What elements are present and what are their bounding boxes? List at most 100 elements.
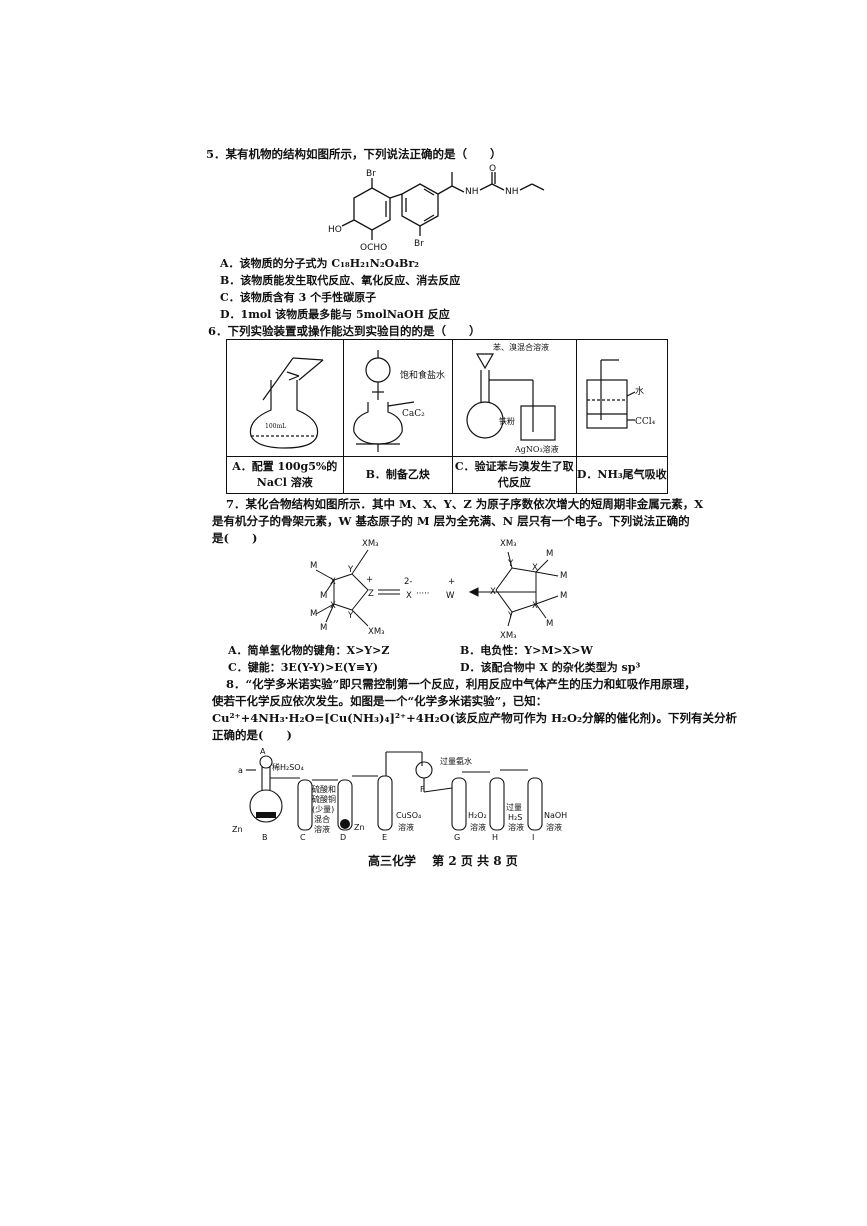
q7-m-3: M: [310, 609, 317, 619]
q5-structure-diagram: Br HO OCHO Br NH NH O: [328, 164, 545, 253]
nh-label-2: NH: [505, 187, 519, 197]
q6-cell-b-figure: 饱和食盐水 CaC₂: [342, 339, 454, 457]
q8-label-F: F: [420, 785, 425, 794]
q8-label-naoh-2: 溶液: [546, 822, 562, 832]
q7-option-d: D．该配合物中 X 的杂化类型为 sp³: [460, 661, 641, 674]
q8-label-h2s-2: H₂S: [508, 813, 522, 822]
q8-label-h2s-1: 过量: [506, 802, 522, 812]
q7-y-2: Y: [347, 611, 354, 621]
q6-caption-c: C．验证苯与溴发生了取代反应: [452, 456, 577, 494]
br-label-1: Br: [366, 169, 376, 179]
o-label: O: [489, 164, 496, 174]
q7-stem-line-2: 是有机分子的骨架元素，W 基态原子的 M 层为全充满、N 层只有一个电子。下列说…: [212, 514, 690, 528]
q7-xm3-2: XM₃: [368, 627, 385, 637]
q8-label-h2o2-1: H₂O₂: [468, 811, 487, 820]
q8-label-c3: (少量): [312, 805, 334, 814]
q8-label-h2o2-2: 溶液: [470, 822, 486, 832]
q8-domino-apparatus: A a 稀H₂SO₄ Zn B 硫酸和 硫酸铜 (少量) 混合 溶液 C Zn …: [232, 748, 567, 842]
page-footer: 高三化学 第 2 页 共 8 页: [368, 854, 518, 868]
benzene-bromine-label: 苯、溴混合溶液: [493, 342, 549, 352]
q8-label-c4: 混合: [314, 814, 330, 824]
cac2-label: CaC₂: [402, 409, 425, 419]
q8-label-cuso4-2: 溶液: [398, 822, 414, 832]
q7-m-1: M: [310, 561, 317, 571]
q5-option-d: D．1mol 该物质最多能与 5molNaOH 反应: [220, 308, 450, 321]
q7-xm3-1: XM₃: [362, 539, 379, 549]
q7-m-5: M: [546, 549, 553, 559]
q7-x-ligand: X: [406, 591, 412, 601]
q7-m-2: M: [320, 591, 327, 601]
q7-x-1: X: [330, 577, 336, 587]
q8-stem-line-3: Cu²⁺+4NH₃·H₂O=[Cu(NH₃)₄]²⁺+4H₂O(该反应产物可作为…: [212, 711, 737, 725]
q6-stem: 6．下列实验装置或操作能达到实验目的的是（ ）: [208, 324, 481, 338]
q7-y-4: Y: [507, 611, 514, 621]
q8-label-zn-1: Zn: [232, 825, 243, 834]
q7-z: Z: [368, 589, 374, 599]
q6-caption-b: B．制备乙炔: [342, 456, 454, 494]
q7-stem-line-3: 是( ): [212, 531, 258, 545]
q7-xm3-3: XM₃: [500, 539, 517, 549]
q7-plus-2: +: [448, 577, 455, 587]
q8-label-B: B: [262, 833, 268, 842]
q8-label-acid: 稀H₂SO₄: [272, 762, 304, 772]
q8-label-zn-2: Zn: [354, 823, 365, 832]
q8-label-naoh-1: NaOH: [544, 811, 567, 820]
q8-stem-line-2: 使若干化学反应依次发生。如图是一个“化学多米诺实验”，已知：: [212, 694, 548, 708]
q8-label-c5: 溶液: [314, 824, 330, 834]
acetylene-apparatus-figure: 饱和食盐水 CaC₂: [352, 350, 445, 452]
q7-x-5: X: [532, 601, 538, 611]
q8-label-H: H: [492, 833, 498, 842]
q6-cell-d-figure: 水 CCl₄: [575, 339, 669, 457]
q8-label-G: G: [454, 833, 460, 842]
nh-label-1: NH: [465, 187, 479, 197]
q8-label-a: a: [238, 766, 243, 775]
q7-charge: 2-: [404, 577, 412, 587]
q7-y-3: Y: [507, 559, 514, 569]
q7-option-c: C．键能：3E(Y-Y)>E(Y≡Y): [228, 661, 379, 674]
volumetric-flask-figure: 100mL: [249, 357, 324, 449]
br-label-2: Br: [414, 239, 424, 249]
q7-m-4: M: [320, 623, 327, 633]
iron-powder-label: 铁粉: [499, 416, 515, 426]
brine-label: 饱和食盐水: [400, 369, 445, 381]
q7-option-b: B．电负性：Y>M>X>W: [460, 644, 593, 657]
q8-stem-line-1: 8．“化学多米诺实验”即只需控制第一个反应，利用反应中气体产生的压力和虹吸作用原…: [226, 677, 696, 691]
q6-caption-d: D．NH₃尾气吸收: [575, 456, 669, 494]
q5-option-b: B．该物质能发生取代反应、氧化反应、消去反应: [220, 274, 461, 287]
q7-x-4: X: [490, 587, 496, 597]
q8-label-A: A: [260, 748, 266, 756]
agno3-label: AgNO₃溶液: [514, 444, 559, 454]
q7-m-7: M: [560, 591, 567, 601]
q8-label-C: C: [300, 833, 306, 842]
q8-label-c2: 硫酸铜: [312, 794, 336, 804]
q8-label-D: D: [340, 833, 346, 842]
q7-w: W: [446, 591, 455, 601]
q8-label-E: E: [382, 833, 387, 842]
q7-option-a: A．简单氢化物的键角：X>Y>Z: [228, 644, 390, 657]
water-label: 水: [635, 385, 644, 397]
q7-xm3-4: XM₃: [500, 631, 517, 641]
ocho-label: OCHO: [360, 243, 387, 253]
flask-volume-label: 100mL: [265, 423, 286, 430]
q8-label-h2s-3: 溶液: [508, 822, 524, 832]
q6-experiment-table: 100mL 饱和食盐水: [226, 339, 669, 494]
q7-m-8: M: [546, 619, 553, 629]
q7-x-2: X: [330, 601, 336, 611]
q8-label-cuso4-1: CuSO₄: [396, 811, 421, 820]
q5-option-a: A．该物质的分子式为 C₁₈H₂₁N₂O₄Br₂: [220, 257, 419, 270]
q5-stem: 5．某有机物的结构如图所示，下列说法正确的是（ ）: [206, 147, 502, 161]
q7-dots: ·····: [416, 589, 430, 599]
q8-label-ammonia: 过量氨水: [440, 756, 472, 766]
q6-cell-c-figure: 苯、溴混合溶液 铁粉 AgNO₃溶液: [452, 339, 577, 457]
q7-plus-1: +: [366, 575, 373, 585]
q8-stem-line-4: 正确的是( ): [212, 728, 292, 742]
q7-y-1: Y: [347, 565, 354, 575]
q7-m-6: M: [560, 571, 567, 581]
ccl4-label: CCl₄: [635, 417, 656, 427]
ammonia-absorption-figure: 水 CCl₄: [585, 359, 656, 429]
bromobenzene-apparatus-figure: 苯、溴混合溶液 铁粉 AgNO₃溶液: [466, 342, 559, 454]
ho-label: HO: [328, 225, 342, 235]
q6-cell-a-figure: 100mL: [226, 339, 344, 457]
q7-complex-structure: XM₃ M M X Y X Y M M XM₃ + Z 2- X ····· +…: [310, 539, 567, 641]
